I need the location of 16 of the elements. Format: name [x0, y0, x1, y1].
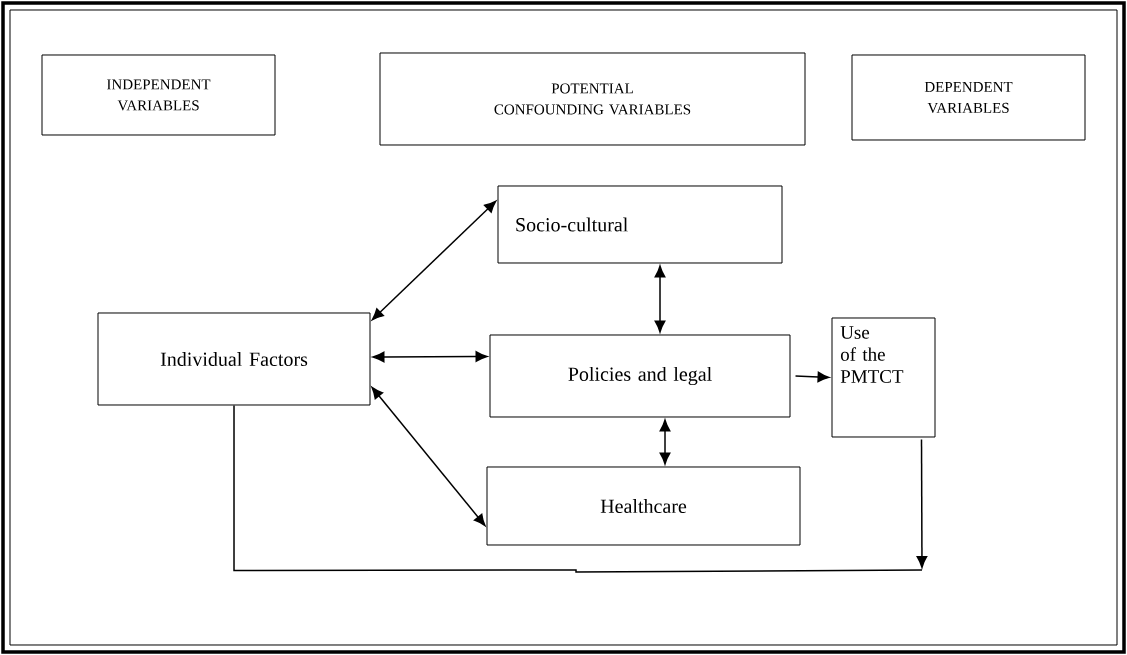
header-box: POTENTIAL CONFOUNDING VARIABLES	[379, 52, 806, 146]
header-box: INDEPENDENT VARIABLES	[41, 54, 276, 136]
arrow	[916, 438, 928, 568]
arrow	[794, 371, 830, 383]
header-box: DEPENDENT VARIABLES	[851, 54, 1086, 141]
factor-box: Socio-cultural	[497, 185, 783, 264]
arrow	[654, 265, 666, 333]
arrow	[371, 386, 486, 527]
box-text: Use of the PMTCT	[840, 326, 904, 383]
factor-box: Healthcare	[486, 466, 801, 546]
factor-box	[831, 317, 936, 438]
arrow	[371, 200, 497, 321]
factor-box: Policies and legal	[489, 334, 791, 418]
factor-box: Individual Factors	[97, 312, 371, 406]
arrow	[372, 351, 488, 363]
arrow	[659, 419, 671, 465]
